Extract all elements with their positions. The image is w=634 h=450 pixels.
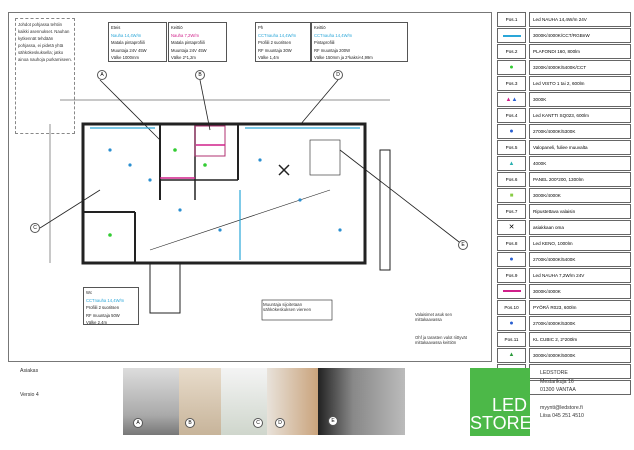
legend-text: 4000K <box>529 155 631 172</box>
legend-row: ▲3000K/4000K/5000K <box>497 347 631 364</box>
legend-text: 3000K/4000K <box>529 187 631 204</box>
legend-text: 3000K/4000K/CCT/RGBnW <box>529 27 631 44</box>
legend-pos: Pos.1 <box>497 12 526 28</box>
x-mark-icon: ✕ <box>497 219 526 236</box>
photo-a: A <box>123 368 179 435</box>
legend-text: 3200K/4000K/5400K/CCT <box>529 59 631 76</box>
legend-pos: Pos.8 <box>497 235 526 252</box>
legend-text: Led KENO, 1000lm <box>529 235 631 252</box>
legend-text: 2700K/4000K/5300K <box>529 315 631 332</box>
legend-row: ●2700K/4000K/5300K <box>497 123 631 140</box>
legend-text: KL CUBIC 2, 2*200lm <box>529 331 631 348</box>
photo-d: D <box>267 368 319 435</box>
legend-pos: Pos.11 <box>497 331 526 348</box>
legend-row: ●2700K/4000K/5400K <box>497 251 631 268</box>
marker-e: E <box>458 240 468 250</box>
legend-pos: Pos.3 <box>497 75 526 92</box>
legend-row: 3000K/4000K <box>497 283 631 300</box>
legend-text: PANEL 200*200, 1300lm <box>529 171 631 188</box>
dot-blue-icon: ● <box>497 123 526 140</box>
triangles-magenta-blue-icon: ▲▲ <box>497 91 526 108</box>
version-label: Versio 4 <box>20 392 39 398</box>
legend-text: Led KANTTI SQ023, 600lm <box>529 107 631 124</box>
legend-text: 3000K/4000K/5000K <box>529 347 631 364</box>
legend-text: PYÖRÄ R023, 600lm <box>529 299 631 316</box>
plan-note-1: Valaisimet asuk sen mittakaavassa <box>415 312 452 322</box>
legend-pos: Pos.10 <box>497 299 526 316</box>
line-cyan-icon <box>497 27 526 44</box>
legend-text: 3000K/4000K <box>529 283 631 300</box>
legend-row: ●3200K/4000K/5400K/CCT <box>497 59 631 76</box>
dot-green-icon: ● <box>497 59 526 76</box>
floor-plan <box>39 79 464 321</box>
legend-row: ■3000K/4000K <box>497 187 631 204</box>
line-magenta-icon <box>497 283 526 300</box>
plan-note-2: Ohf ja tarasten valot riittyvät mittakaa… <box>415 335 467 345</box>
installation-notes: Johdot pohjassa tehtiin kaikki asennukse… <box>15 18 75 134</box>
legend-pos: Pos.5 <box>497 139 526 156</box>
legend-row: ▲4000K <box>497 155 631 172</box>
legend-text: Led VISTO 1 tai 2, 600lm <box>529 75 631 92</box>
legend-text: PLAFONDI 160, 800lm <box>529 43 631 60</box>
transformer-note: Muuntaja sijoitetaan sähkökeskuksen vier… <box>263 302 312 312</box>
marker-a: A <box>97 70 107 80</box>
legend-row: ✕asiakkaan oma <box>497 219 631 236</box>
dot-blue-icon: ● <box>497 315 526 332</box>
triangle-green-icon: ▲ <box>497 347 526 364</box>
drawing-frame <box>8 12 492 362</box>
marker-c: C <box>30 223 40 233</box>
legend-text: 2700K/4000K/5400K <box>529 251 631 268</box>
square-green-icon: ■ <box>497 187 526 204</box>
legend-row: ▲▲3000K <box>497 91 631 108</box>
marker-d: D <box>333 70 343 80</box>
legend-text: Ripustettava valaisin <box>529 203 631 220</box>
triangle-teal-icon: ▲ <box>497 155 526 172</box>
legend-pos: Pos.2 <box>497 43 526 60</box>
legend-pos: Pos.6 <box>497 171 526 188</box>
legend-text: Led NAUHA 14,4W/m 24V <box>529 12 631 28</box>
legend-text: Valopaneli, fuliee muuvalta <box>529 139 631 156</box>
legend-pos: Pos.4 <box>497 107 526 124</box>
legend-text: 2700K/4000K/5300K <box>529 123 631 140</box>
legend-text: Led NAUHA 7,2W/m 24V <box>529 267 631 284</box>
legend-text: asiakkaan oma <box>529 219 631 236</box>
dot-blue-icon: ● <box>497 251 526 268</box>
marker-b: B <box>195 70 205 80</box>
photo-e: E <box>318 368 405 435</box>
legend-row: 3000K/4000K/CCT/RGBnW <box>497 27 631 44</box>
legend-row: ●2700K/4000K/5300K <box>497 315 631 332</box>
legend-pos: Pos.9 <box>497 267 526 284</box>
legend-pos: Pos.7 <box>497 203 526 220</box>
legend-text: 3000K <box>529 91 631 108</box>
customer-label: Asiakas <box>20 368 39 374</box>
